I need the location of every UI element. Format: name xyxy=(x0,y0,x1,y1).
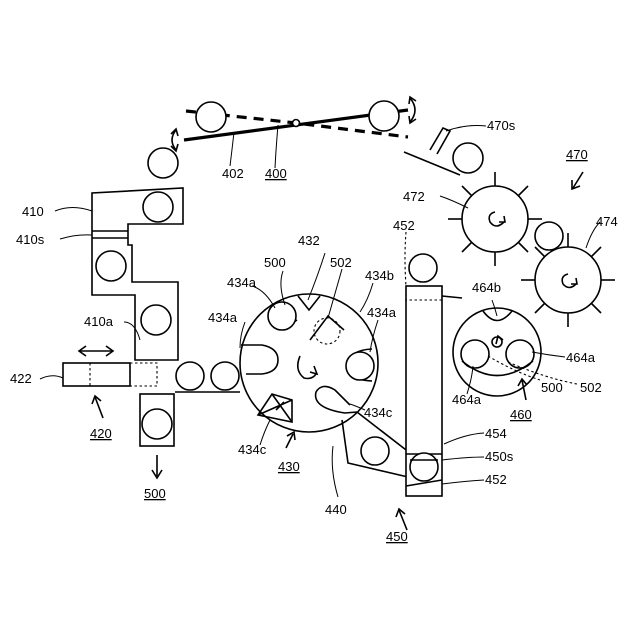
label-434b: 434b xyxy=(365,268,394,283)
label-464a-right: 464a xyxy=(566,350,596,365)
container-circle xyxy=(369,101,399,131)
container-circle xyxy=(535,222,563,250)
rotate-arrow-icon xyxy=(410,98,415,122)
label-434a-top: 434a xyxy=(227,275,257,290)
container-circle xyxy=(196,102,226,132)
label-410: 410 xyxy=(22,204,44,219)
label-410s: 410s xyxy=(16,232,45,247)
label-464b: 464b xyxy=(472,280,501,295)
label-452-top: 452 xyxy=(393,218,415,233)
label-474: 474 xyxy=(596,214,618,229)
container-circle xyxy=(176,362,204,390)
label-500-output: 500 xyxy=(144,486,166,501)
label-420: 420 xyxy=(90,426,112,441)
label-440: 440 xyxy=(325,502,347,517)
label-500-rotor: 500 xyxy=(264,255,286,270)
label-422: 422 xyxy=(10,371,32,386)
label-502-rotor: 502 xyxy=(330,255,352,270)
label-500-wheel: 500 xyxy=(541,380,563,395)
label-454: 454 xyxy=(485,426,507,441)
seesaw-unit-400 xyxy=(171,97,416,168)
label-470s: 470s xyxy=(487,118,516,133)
label-430: 430 xyxy=(278,459,300,474)
container-circle xyxy=(211,362,239,390)
container-circle xyxy=(143,192,173,222)
label-470: 470 xyxy=(566,147,588,162)
chute-440 xyxy=(332,412,410,497)
container-circle xyxy=(142,409,172,439)
label-450s: 450s xyxy=(485,449,514,464)
label-434c-left: 434c xyxy=(238,442,267,457)
output-box-500 xyxy=(140,394,174,478)
container-circle xyxy=(409,254,437,282)
label-434a-left: 434a xyxy=(208,310,238,325)
pointer-arrow-icon xyxy=(286,434,293,448)
label-472: 472 xyxy=(403,189,425,204)
label-450: 450 xyxy=(386,529,408,544)
label-402: 402 xyxy=(222,166,244,181)
label-434a-right: 434a xyxy=(367,305,397,320)
label-410a: 410a xyxy=(84,314,114,329)
unit-410 xyxy=(55,188,183,360)
pointer-arrow-icon xyxy=(573,172,583,188)
label-464a-bottom: 464a xyxy=(452,392,482,407)
label-502-wheel: 502 xyxy=(580,380,602,395)
rotor-unit-430 xyxy=(240,253,378,448)
container-circle xyxy=(361,437,389,465)
container-circle xyxy=(141,305,171,335)
label-452-bottom: 452 xyxy=(485,472,507,487)
container-circle xyxy=(148,148,178,178)
label-434c-right: 434c xyxy=(364,405,393,420)
label-400: 400 xyxy=(265,166,287,181)
container-circle xyxy=(96,251,126,281)
label-432: 432 xyxy=(298,233,320,248)
label-460: 460 xyxy=(510,407,532,422)
container-circle xyxy=(453,143,483,173)
